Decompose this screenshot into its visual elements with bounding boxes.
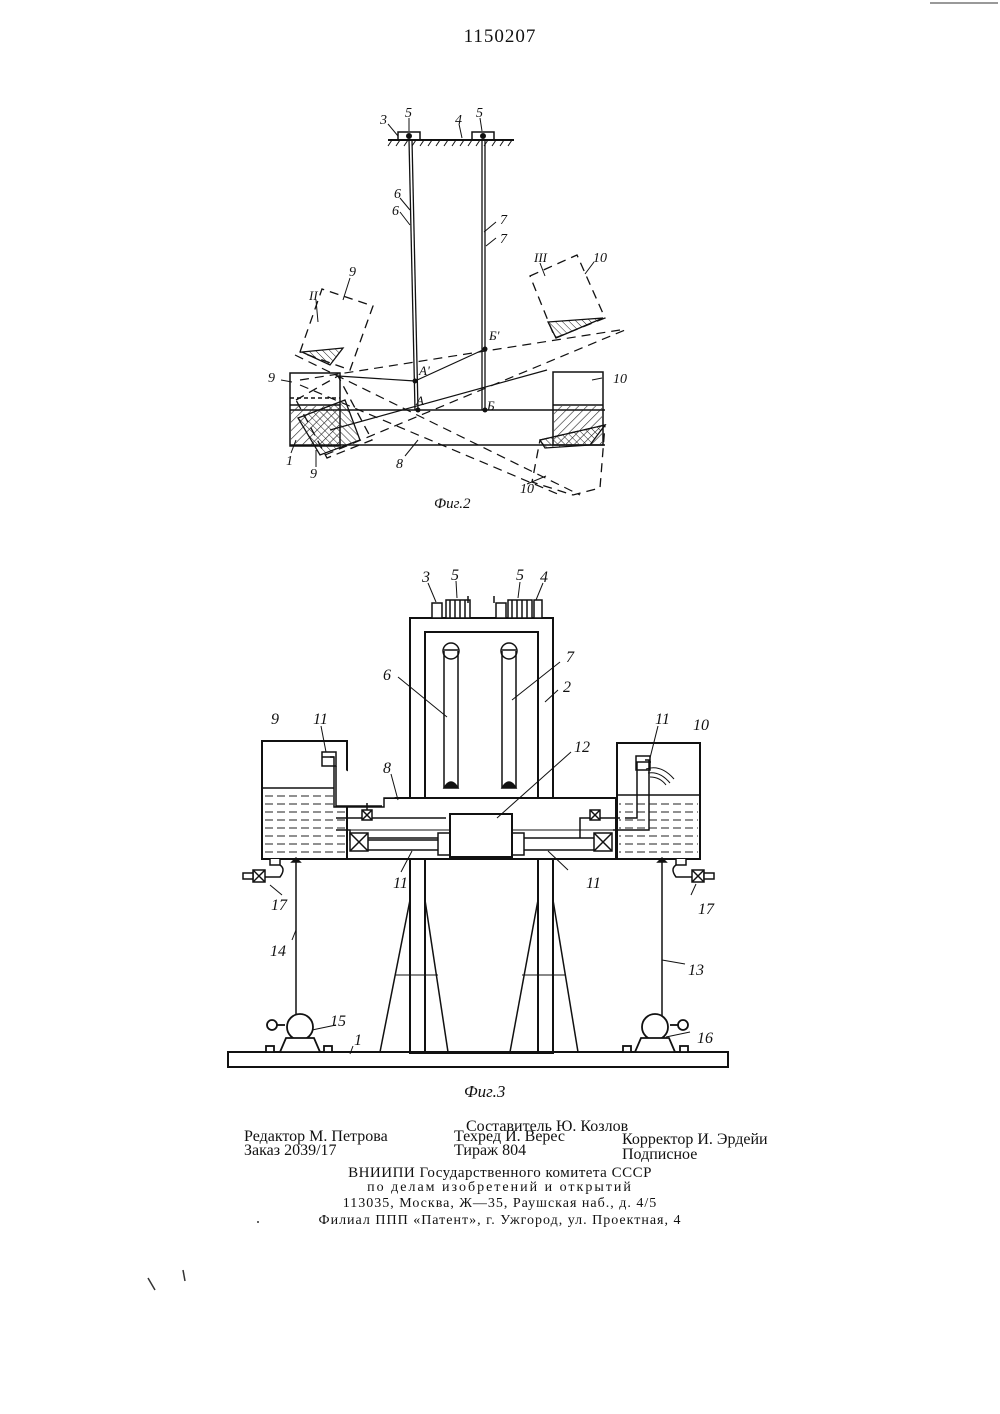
patent-page: 1150207 bbox=[0, 0, 1000, 1414]
scan-marks bbox=[0, 0, 1000, 1414]
